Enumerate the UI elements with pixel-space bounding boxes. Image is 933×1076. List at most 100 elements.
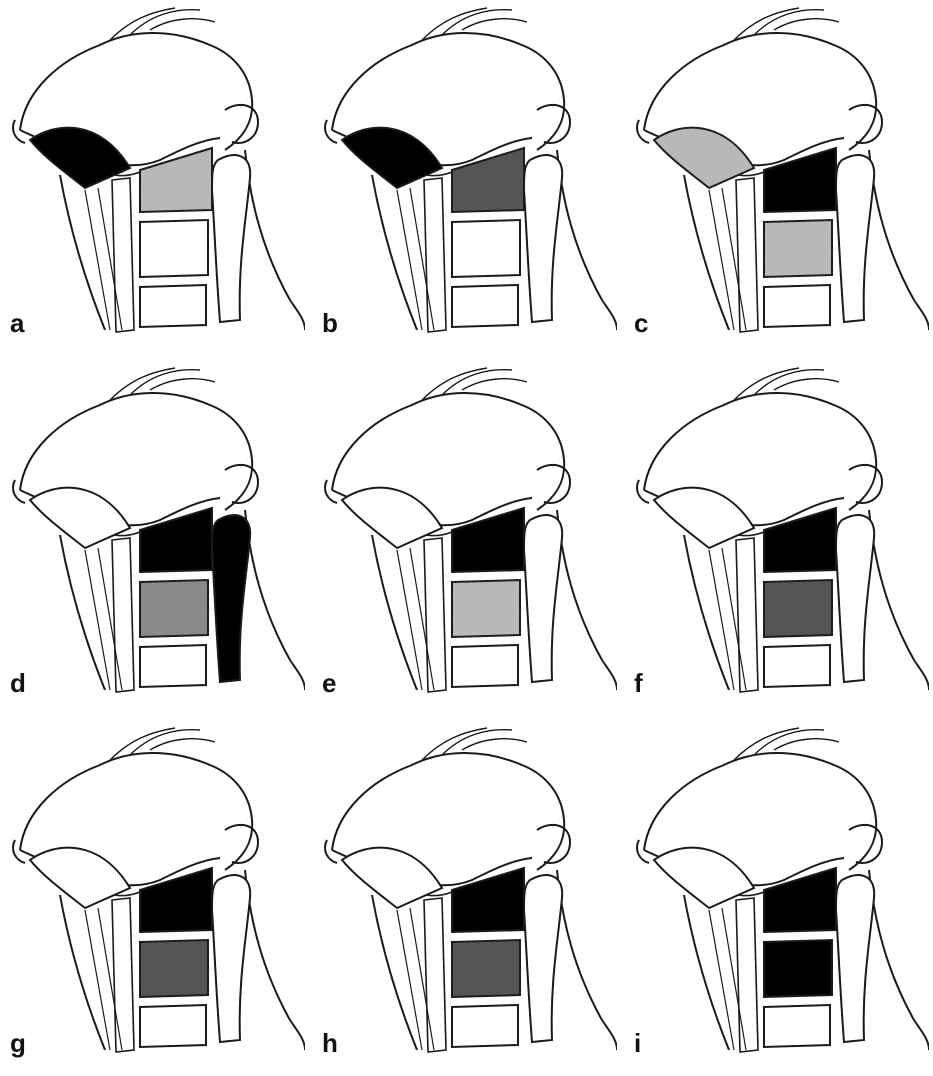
region-level5	[212, 155, 250, 322]
neck-front-outline	[684, 895, 729, 1050]
neck-illustration-c	[624, 0, 929, 355]
region-level4	[452, 285, 518, 327]
ear-outline	[849, 105, 882, 143]
neck-back-outline	[245, 150, 305, 330]
trachea-outline	[112, 178, 134, 332]
neck-front-outline	[684, 535, 729, 690]
panel-i: i	[624, 720, 929, 1075]
panel-c: c	[624, 0, 929, 355]
neck-front-outline	[60, 895, 105, 1050]
region-level4	[140, 645, 206, 687]
region-level5	[524, 875, 562, 1042]
region-level4	[764, 1005, 830, 1047]
panel-label-e: e	[322, 668, 336, 699]
ear-outline	[849, 825, 882, 863]
trachea-outline	[112, 898, 134, 1052]
neck-front-outline	[372, 175, 417, 330]
muscle-lines	[709, 548, 746, 690]
region-level2	[764, 868, 836, 932]
muscle-lines	[397, 548, 434, 690]
region-level4	[452, 645, 518, 687]
region-level5	[524, 155, 562, 322]
muscle-lines	[85, 548, 122, 690]
ear-outline	[537, 825, 570, 863]
region-level3	[764, 940, 832, 997]
region-level5	[524, 515, 562, 682]
region-level3	[140, 580, 208, 637]
trachea-outline	[736, 178, 758, 332]
muscle-lines	[85, 908, 122, 1050]
muscle-lines	[709, 188, 746, 330]
region-level3	[452, 580, 520, 637]
neck-back-outline	[869, 150, 929, 330]
ear-outline	[225, 465, 258, 503]
muscle-lines	[397, 188, 434, 330]
neck-back-outline	[557, 150, 617, 330]
neck-illustration-a	[0, 0, 305, 355]
region-level5	[836, 515, 874, 682]
region-level3	[452, 940, 520, 997]
region-level4	[140, 1005, 206, 1047]
ear-outline	[225, 825, 258, 863]
panel-label-c: c	[634, 308, 648, 339]
ear-outline	[225, 105, 258, 143]
region-level3	[764, 580, 832, 637]
panel-h: h	[312, 720, 617, 1075]
panel-g: g	[0, 720, 305, 1075]
neck-back-outline	[869, 870, 929, 1050]
region-level2	[140, 868, 212, 932]
region-level5	[836, 155, 874, 322]
region-level5	[836, 875, 874, 1042]
muscle-lines	[397, 908, 434, 1050]
neck-illustration-b	[312, 0, 617, 355]
panel-b: b	[312, 0, 617, 355]
ear-outline	[537, 465, 570, 503]
neck-illustration-i	[624, 720, 929, 1075]
region-level3	[452, 220, 520, 277]
region-level3	[140, 940, 208, 997]
panel-d: d	[0, 360, 305, 715]
neck-back-outline	[245, 510, 305, 690]
trachea-outline	[424, 178, 446, 332]
panel-e: e	[312, 360, 617, 715]
neck-illustration-h	[312, 720, 617, 1075]
region-level5	[212, 515, 250, 682]
panel-a: a	[0, 0, 305, 355]
trachea-outline	[736, 898, 758, 1052]
region-level3	[764, 220, 832, 277]
region-level4	[140, 285, 206, 327]
ear-outline	[537, 105, 570, 143]
trachea-outline	[112, 538, 134, 692]
neck-illustration-g	[0, 720, 305, 1075]
neck-illustration-e	[312, 360, 617, 715]
panel-label-b: b	[322, 308, 338, 339]
neck-front-outline	[372, 895, 417, 1050]
region-level2	[764, 508, 836, 572]
panel-f: f	[624, 360, 929, 715]
panel-label-g: g	[10, 1028, 26, 1059]
neck-illustration-f	[624, 360, 929, 715]
muscle-lines	[709, 908, 746, 1050]
trachea-outline	[736, 538, 758, 692]
region-level4	[452, 1005, 518, 1047]
region-level2	[140, 508, 212, 572]
trachea-outline	[424, 538, 446, 692]
neck-illustration-d	[0, 360, 305, 715]
panel-label-h: h	[322, 1028, 338, 1059]
neck-back-outline	[869, 510, 929, 690]
panel-label-d: d	[10, 668, 26, 699]
region-level5	[212, 875, 250, 1042]
region-level2	[452, 508, 524, 572]
neck-back-outline	[557, 870, 617, 1050]
neck-front-outline	[684, 175, 729, 330]
trachea-outline	[424, 898, 446, 1052]
region-level3	[140, 220, 208, 277]
neck-front-outline	[60, 175, 105, 330]
neck-back-outline	[245, 870, 305, 1050]
panel-label-f: f	[634, 668, 643, 699]
neck-front-outline	[372, 535, 417, 690]
region-level4	[764, 285, 830, 327]
region-level2	[452, 868, 524, 932]
region-level2	[140, 148, 212, 212]
